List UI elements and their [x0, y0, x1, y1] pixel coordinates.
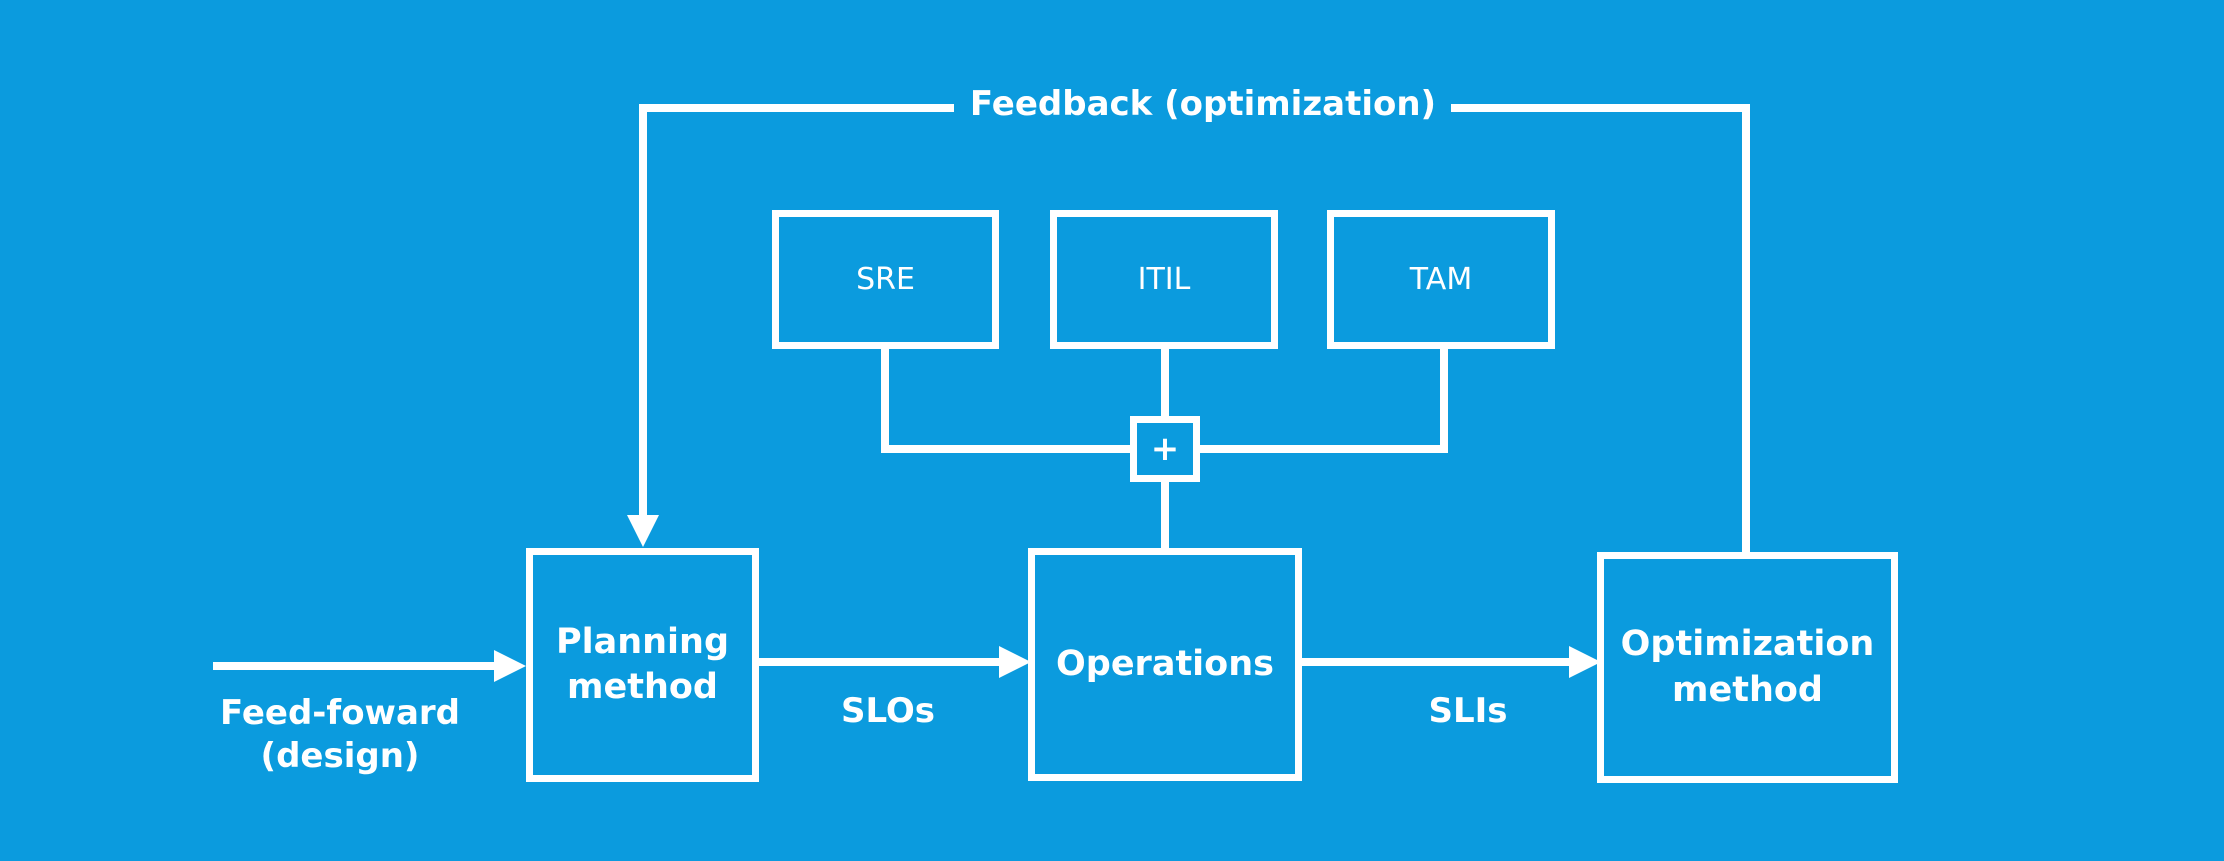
feedback-label: Feedback (optimization) — [969, 84, 1437, 124]
itil-box: ITIL — [1050, 210, 1278, 349]
planning-method-line-2: method — [567, 667, 718, 707]
tam-connector — [1196, 342, 1448, 453]
planning-method-box: Planning method — [526, 548, 759, 782]
optimization-method-box: Optimization method — [1597, 552, 1898, 783]
tam-box: TAM — [1327, 210, 1555, 349]
feedback-line-left — [627, 104, 954, 547]
feedforward-label-line-1: Feed-foward — [219, 693, 461, 733]
tam-label: TAM — [1409, 262, 1473, 297]
feedforward-label-line-2: (design) — [260, 735, 420, 776]
slis-label: SLIs — [1428, 691, 1508, 731]
combiner-symbol: + — [1150, 429, 1180, 469]
optimization-method-line-2: method — [1672, 669, 1823, 710]
operations-box: Operations — [1028, 548, 1302, 781]
sre-label: SRE — [856, 262, 915, 297]
slos-label: SLOs — [840, 691, 936, 731]
itil-label: ITIL — [1137, 262, 1191, 297]
feedforward-label: Feed-foward (design) — [200, 692, 480, 777]
operations-label: Operations — [1056, 643, 1274, 684]
sre-box: SRE — [772, 210, 999, 349]
plus-icon: + — [1130, 416, 1200, 482]
feedback-line-right — [1451, 104, 1750, 556]
planning-method-line-1: Planning — [555, 621, 730, 662]
sre-connector — [881, 342, 1134, 453]
optimization-method-line-1: Optimization — [1620, 624, 1875, 664]
